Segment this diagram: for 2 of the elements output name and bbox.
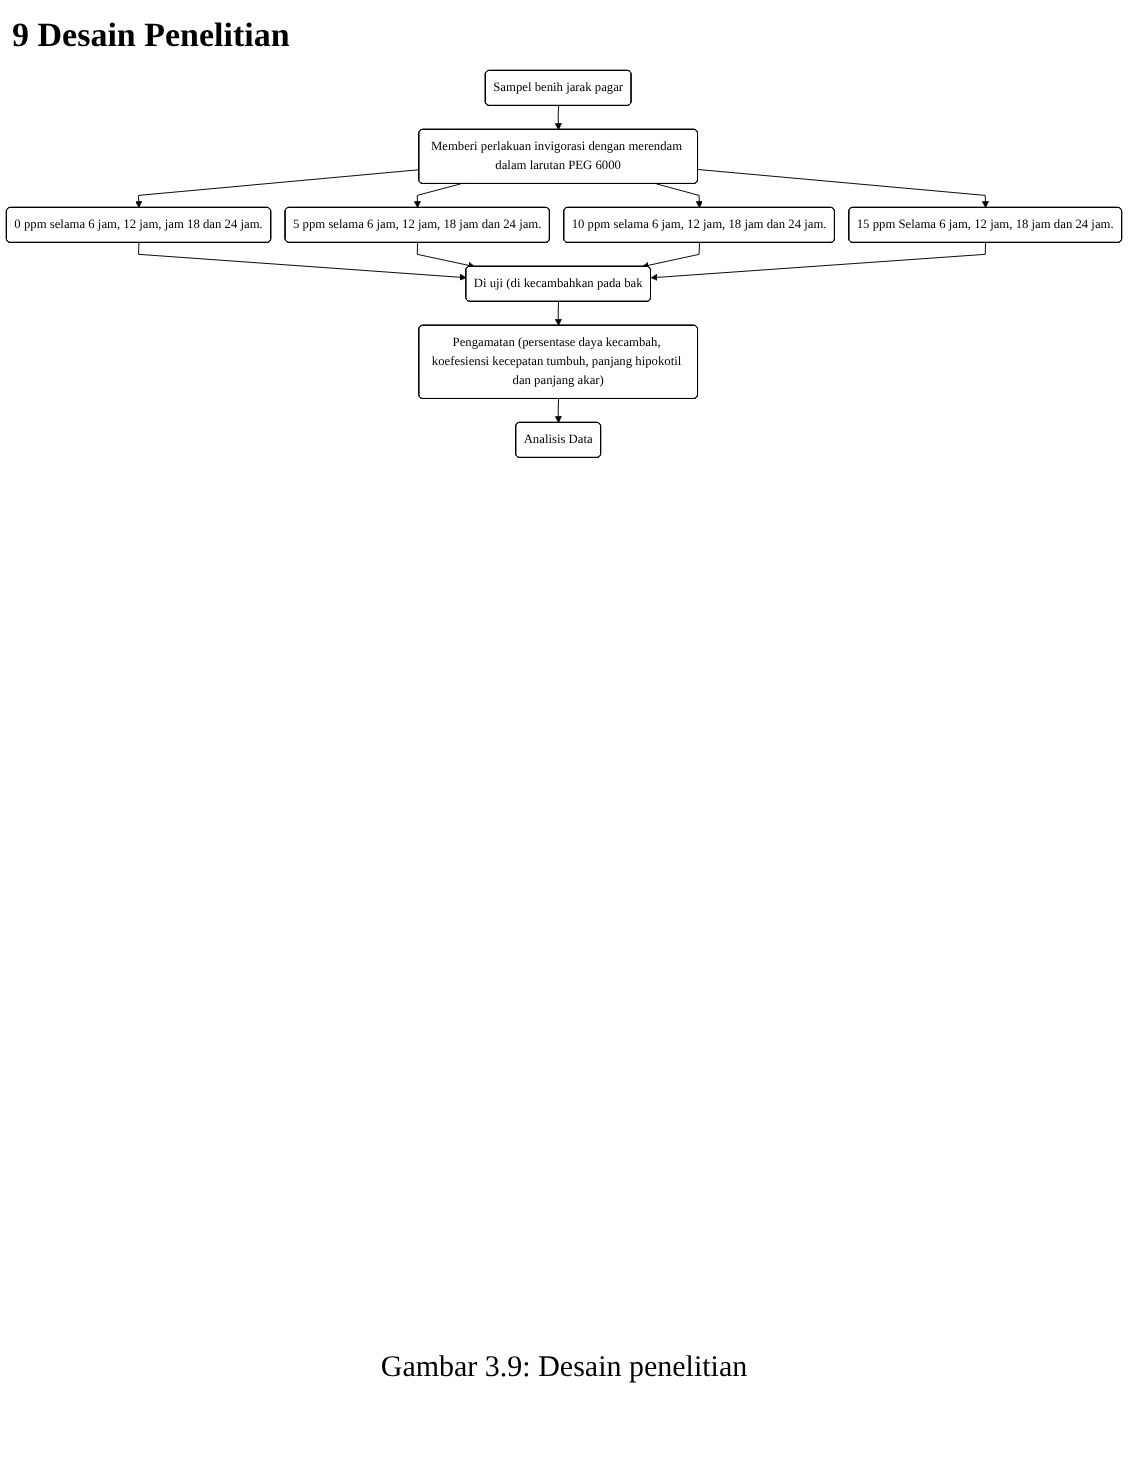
caption: Gambar 3.9: Desain penelitian — [378, 1352, 750, 1386]
title: 9 Desain Penelitian — [12, 16, 292, 56]
